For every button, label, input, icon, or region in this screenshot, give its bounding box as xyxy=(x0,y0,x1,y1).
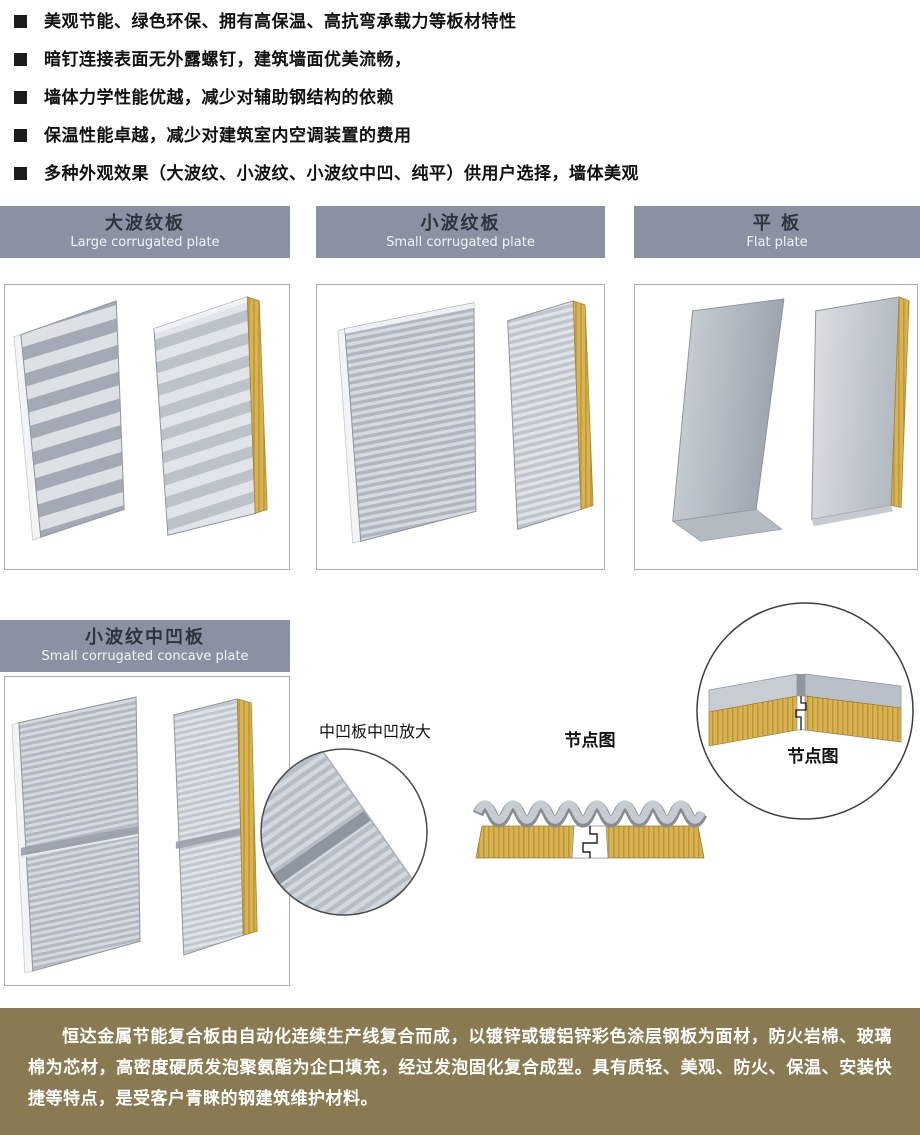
square-bullet-icon xyxy=(14,53,27,66)
feature-text: 保温性能卓越，减少对建筑室内空调装置的费用 xyxy=(44,126,412,146)
node-diagram xyxy=(468,752,712,874)
feature-item: 暗钉连接表面无外露螺钉，建筑墙面优美流畅， xyxy=(14,48,906,72)
node-diagram-label: 节点图 xyxy=(564,731,616,751)
flat-plate-illustration xyxy=(671,296,910,542)
feature-item: 墙体力学性能优越，减少对辅助钢结构的依赖 xyxy=(14,86,906,110)
footer-banner: 恒达金属节能复合板由自动化连续生产线复合而成，以镀锌或镀铝锌彩色涂层钢板为面材，… xyxy=(0,1008,920,1135)
feature-text: 美观节能、绿色环保、拥有高保温、高抗弯承载力等板材特性 xyxy=(44,12,517,32)
surface-groove xyxy=(797,674,805,696)
concave-panel-front xyxy=(11,696,141,974)
insulation-core-edge xyxy=(236,698,258,936)
concave-panel-back xyxy=(173,698,258,956)
square-bullet-icon xyxy=(14,91,27,104)
tongue-groove-joint xyxy=(571,825,609,859)
section-header-flat-plate: 平 板 Flat plate xyxy=(634,206,920,258)
tongue-groove-joint xyxy=(796,695,806,731)
section-title-en: Flat plate xyxy=(746,235,808,250)
square-bullet-icon xyxy=(14,129,27,142)
corrugated-panel-back xyxy=(507,300,594,530)
section-header-large-corrugated: 大波纹板 Large corrugated plate xyxy=(0,206,290,258)
concave-seam xyxy=(20,826,139,856)
feature-text: 暗钉连接表面无外露螺钉，建筑墙面优美流畅， xyxy=(44,50,412,70)
node-detail-illustration xyxy=(696,602,914,820)
flat-panel-back xyxy=(811,296,910,527)
concave-zoom-illustration xyxy=(260,748,428,916)
section-title-cn: 小波纹中凹板 xyxy=(85,627,205,648)
feature-text: 墙体力学性能优越，减少对辅助钢结构的依赖 xyxy=(44,88,394,108)
square-bullet-icon xyxy=(14,15,27,28)
corrugated-sheet xyxy=(474,800,706,824)
insulation-core-edge xyxy=(246,296,268,514)
node-diagram-illustration xyxy=(472,800,708,859)
corrugated-panel-back xyxy=(153,296,268,536)
feature-text: 多种外观效果（大波纹、小波纹、小波纹中凹、纯平）供用户选择，墙体美观 xyxy=(44,164,639,184)
flat-panel-front xyxy=(671,298,785,542)
panel-cross-section xyxy=(708,673,902,747)
feature-item: 保温性能卓越，减少对建筑室内空调装置的费用 xyxy=(14,124,906,148)
feature-item: 多种外观效果（大波纹、小波纹、小波纹中凹、纯平）供用户选择，墙体美观 xyxy=(14,162,906,186)
node-detail-label: 节点图 xyxy=(787,747,839,767)
section-title-cn: 平 板 xyxy=(752,213,802,234)
insulation-core-edge xyxy=(572,300,594,510)
section-header-small-corrugated: 小波纹板 Small corrugated plate xyxy=(316,206,605,258)
small-corrugated-panel-illustration xyxy=(337,300,594,544)
insulation-core-edge xyxy=(890,296,910,508)
section-title-cn: 小波纹板 xyxy=(420,213,501,234)
section-header-concave: 小波纹中凹板 Small corrugated concave plate xyxy=(0,620,290,672)
section-title-cn: 大波纹板 xyxy=(105,213,185,234)
features-list: 美观节能、绿色环保、拥有高保温、高抗弯承载力等板材特性 暗钉连接表面无外露螺钉，… xyxy=(14,10,906,200)
concave-zoom-circle xyxy=(258,746,430,918)
node-detail-circle xyxy=(692,598,918,824)
corrugated-panel-front xyxy=(13,300,125,541)
panel-image-small-corrugated xyxy=(316,284,605,570)
section-title-en: Small corrugated plate xyxy=(386,235,535,250)
square-bullet-icon xyxy=(14,167,27,180)
panel-image-concave xyxy=(4,676,290,986)
section-title-en: Large corrugated plate xyxy=(70,235,220,250)
section-title-en: Small corrugated concave plate xyxy=(41,649,249,664)
footer-description: 恒达金属节能复合板由自动化连续生产线复合而成，以镀锌或镀铝锌彩色涂层钢板为面材，… xyxy=(28,1027,892,1109)
feature-item: 美观节能、绿色环保、拥有高保温、高抗弯承载力等板材特性 xyxy=(14,10,906,34)
concave-panel-illustration xyxy=(11,696,258,974)
panel-image-large-corrugated xyxy=(4,284,290,570)
large-corrugated-panel-illustration xyxy=(13,296,268,541)
concave-zoom-label: 中凹板中凹放大 xyxy=(318,722,431,741)
corrugated-panel-front xyxy=(337,302,477,544)
panel-image-flat-plate xyxy=(634,284,918,570)
